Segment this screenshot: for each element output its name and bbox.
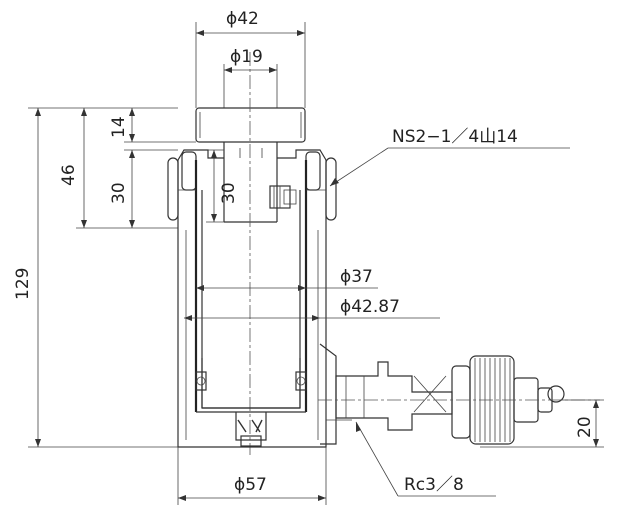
label-14: 14 xyxy=(109,116,129,138)
label-phi57: ϕ57 xyxy=(234,475,267,495)
label-30-inner: 30 xyxy=(219,182,239,204)
dimension-phi19: ϕ19 xyxy=(223,47,278,108)
set-screw xyxy=(269,185,297,209)
dimension-phi37: ϕ37 xyxy=(196,267,378,291)
thread-callout: NS2−1／4山14 xyxy=(329,127,570,187)
cylinder-body xyxy=(167,149,337,448)
label-46: 46 xyxy=(59,164,79,186)
label-20: 20 xyxy=(575,416,595,438)
label-phi19: ϕ19 xyxy=(230,47,263,67)
dimension-phi4287: ϕ42.87 xyxy=(184,297,440,321)
label-129: 129 xyxy=(13,268,33,300)
piston-rod: 30 xyxy=(206,142,278,223)
coupler-assembly xyxy=(318,343,600,445)
dimension-20: 20 xyxy=(480,399,604,448)
dimension-phi42: ϕ42 xyxy=(195,9,306,108)
label-rc-port: Rc3／8 xyxy=(404,475,464,495)
port-callout: Rc3／8 xyxy=(355,421,496,497)
dimension-129: 129 xyxy=(13,107,178,448)
label-30-left: 30 xyxy=(109,182,129,204)
rod-cap xyxy=(195,107,306,143)
label-ns-thread: NS2−1／4山14 xyxy=(392,127,518,147)
label-phi42: ϕ42 xyxy=(226,9,259,29)
dimension-30-left: 30 xyxy=(109,149,178,228)
label-phi4287: ϕ42.87 xyxy=(340,297,400,317)
dimension-46: 46 xyxy=(59,108,178,229)
dimension-phi57: ϕ57 xyxy=(177,447,327,505)
dimension-14: 14 xyxy=(109,108,196,143)
label-phi37: ϕ37 xyxy=(340,267,373,287)
